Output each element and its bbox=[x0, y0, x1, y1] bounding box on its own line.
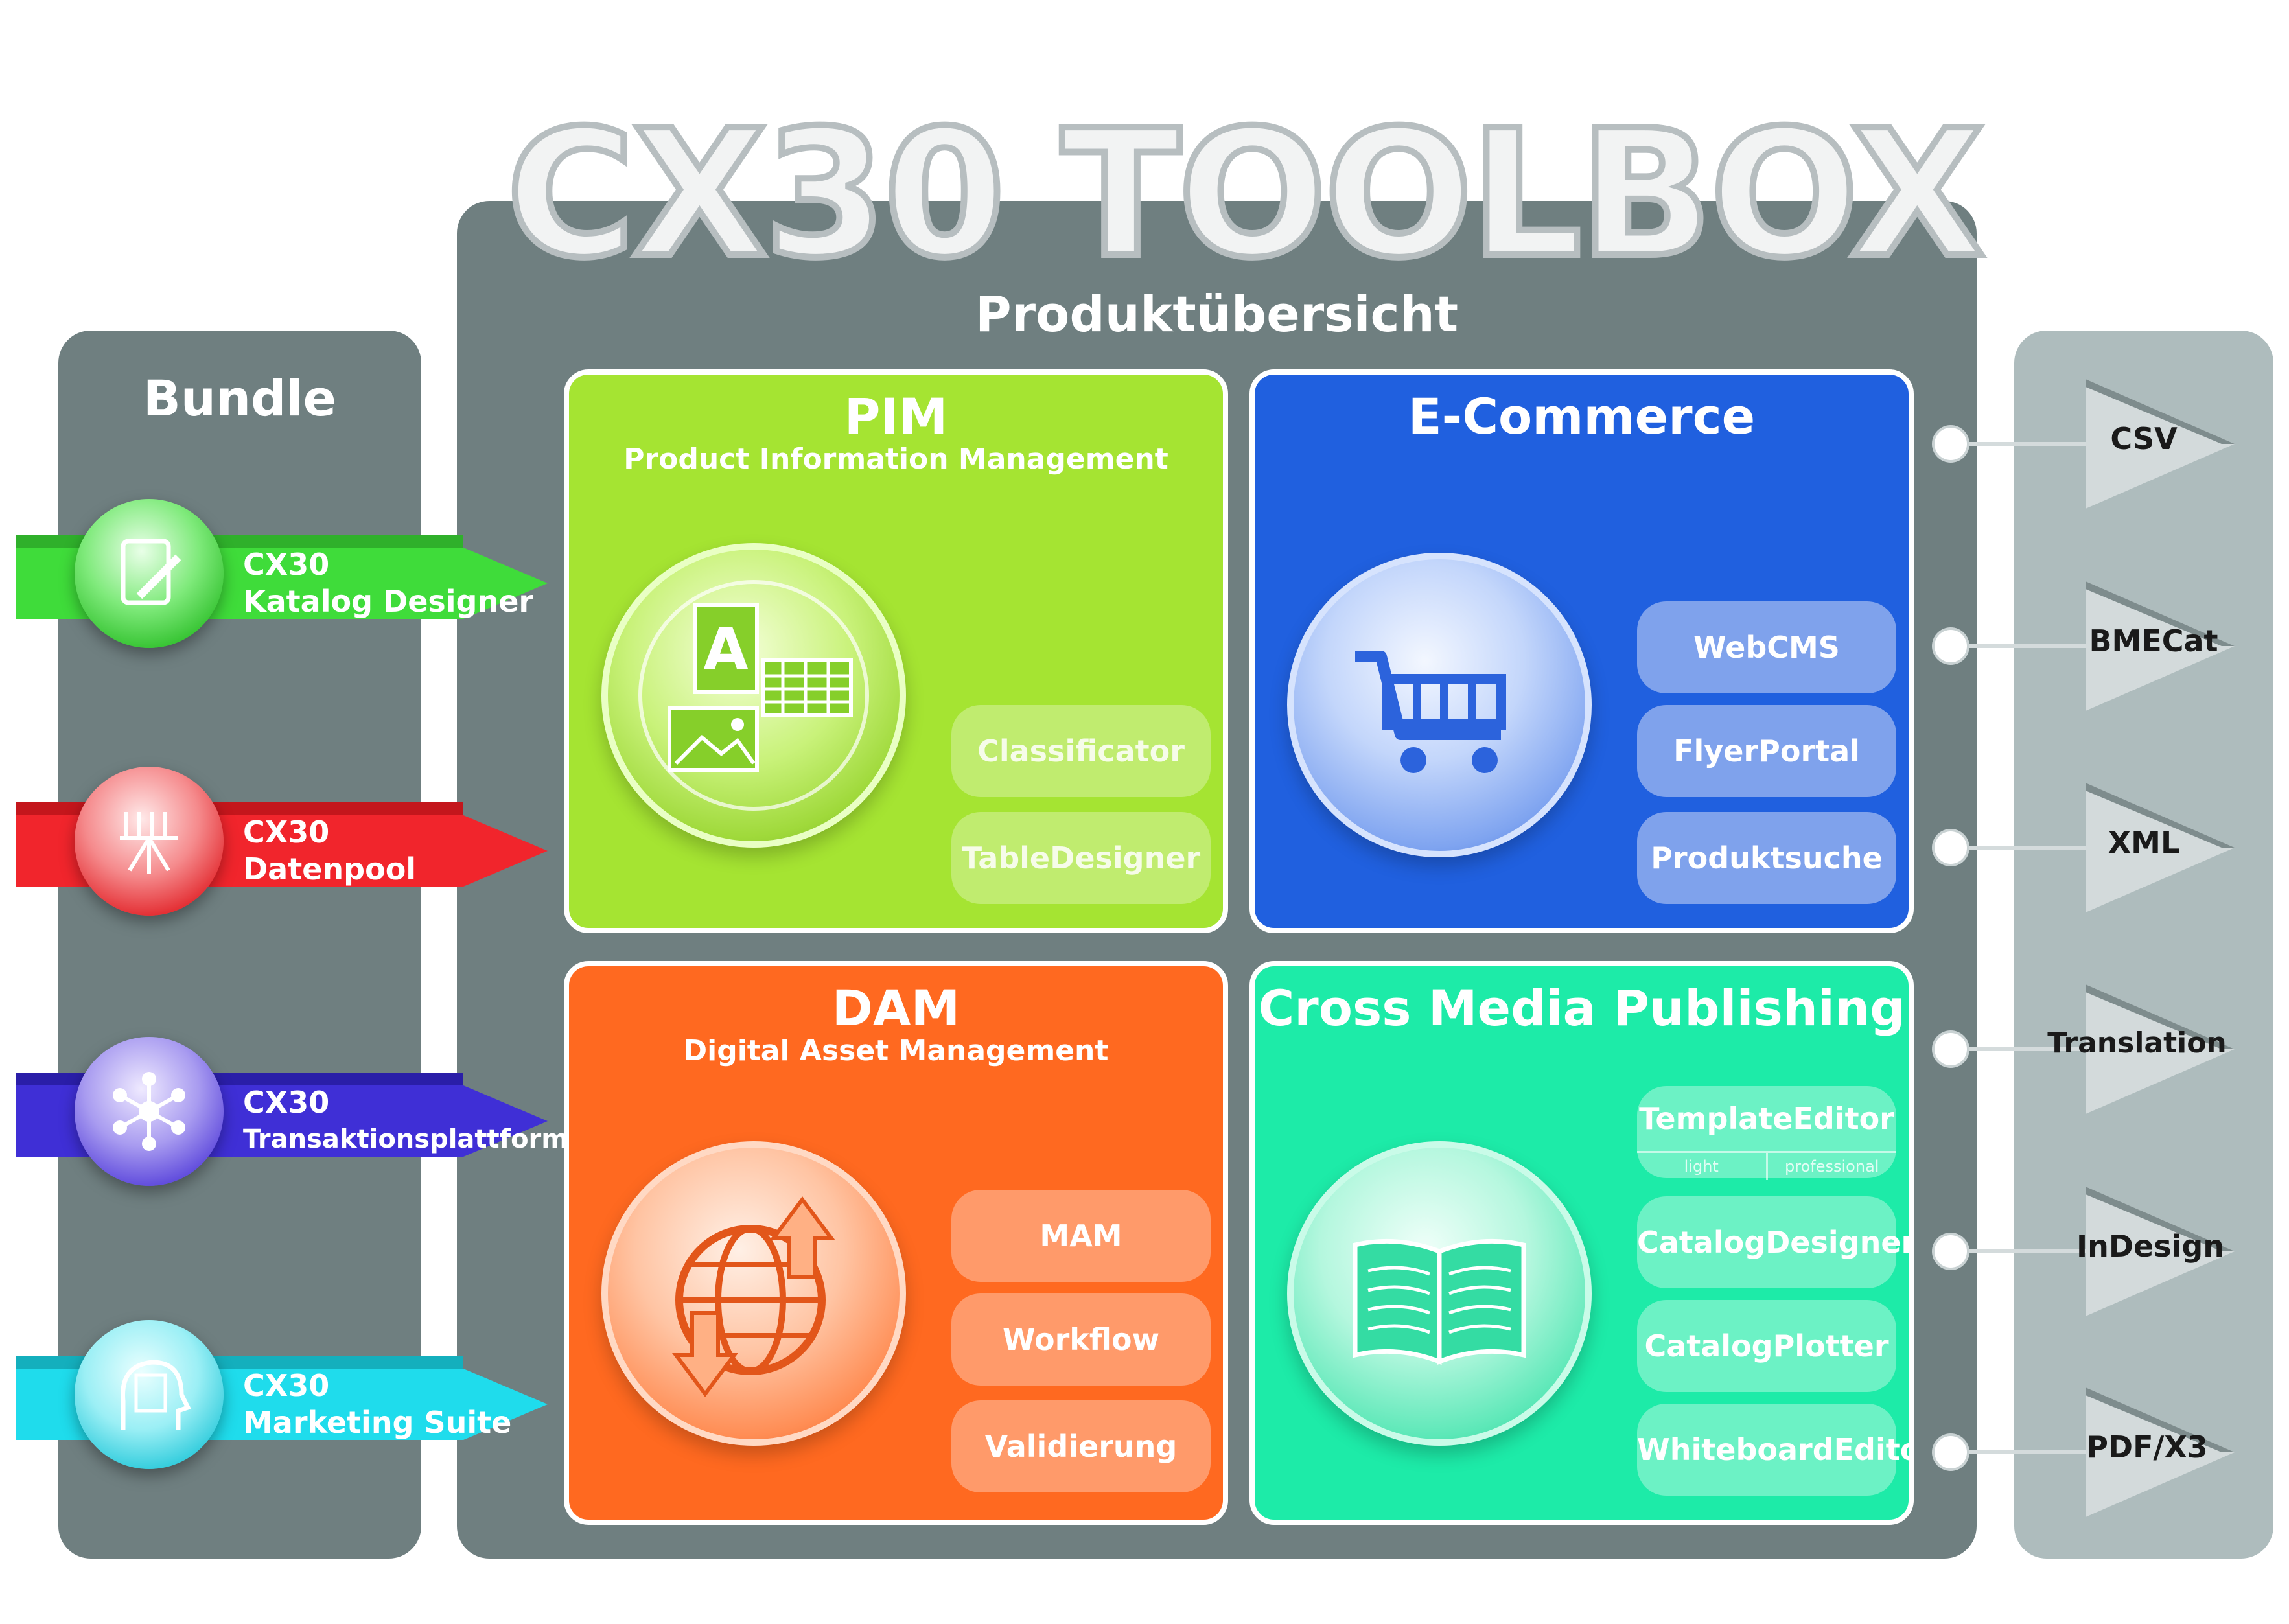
bundle-item-katalog-designer-line2: Katalog Designer bbox=[243, 584, 534, 619]
tabledesigner-button[interactable]: TableDesigner bbox=[951, 812, 1211, 904]
ecommerce-title: E-Commerce bbox=[1408, 388, 1756, 445]
product-overview-title: Produktübersicht bbox=[975, 285, 1459, 343]
bundle-item-datenpool[interactable]: CX30 Datenpool bbox=[16, 767, 548, 916]
cmp-title: Cross Media Publishing bbox=[1258, 979, 1905, 1037]
catalogplotter-button[interactable]: CatalogPlotter bbox=[1637, 1300, 1896, 1392]
open-book-icon bbox=[1287, 1141, 1592, 1446]
bundle-item-transaktionsplattform[interactable]: CX30 Transaktionsplattform bbox=[16, 1037, 568, 1186]
connector-dot bbox=[1935, 1235, 1967, 1268]
bundle-item-katalog-designer[interactable]: CX30 Katalog Designer bbox=[16, 499, 548, 648]
workflow-button[interactable]: Workflow bbox=[951, 1293, 1211, 1386]
dam-title: DAM bbox=[831, 979, 960, 1037]
cross-media-publishing-card[interactable]: Cross Media Publishing TemplateEditor li… bbox=[1249, 961, 1914, 1525]
format-label: BMECat bbox=[2089, 623, 2218, 658]
templateeditor-professional[interactable]: professional bbox=[1785, 1157, 1879, 1176]
catalogdesigner-button[interactable]: CatalogDesigner bbox=[1637, 1196, 1909, 1288]
flyerportal-button[interactable]: FlyerPortal bbox=[1637, 705, 1896, 797]
connector-line bbox=[1951, 1450, 2145, 1454]
format-arrow-shape bbox=[2086, 581, 2235, 711]
format-label: CSV bbox=[2110, 421, 2178, 456]
toolbox-title: CX30 TOOLBOX bbox=[503, 92, 1988, 296]
format-arrow-shape bbox=[2086, 984, 2235, 1114]
format-label: PDF/X3 bbox=[2086, 1430, 2208, 1465]
produktsuche-button[interactable]: Produktsuche bbox=[1637, 812, 1896, 904]
connector-dot bbox=[1935, 1033, 1967, 1065]
format-arrow-shape bbox=[2086, 1387, 2235, 1517]
whiteboardeditor-button[interactable]: WhiteboardEditor bbox=[1637, 1404, 1909, 1496]
connector-line bbox=[1951, 1047, 2145, 1051]
mam-button[interactable]: MAM bbox=[951, 1190, 1211, 1282]
format-label: XML bbox=[2108, 825, 2180, 860]
formats-panel bbox=[2014, 331, 2273, 1559]
notepad-pencil-icon bbox=[75, 499, 224, 648]
templateeditor-button[interactable]: TemplateEditor light professional bbox=[1637, 1086, 1896, 1180]
classificator-button[interactable]: Classificator bbox=[951, 705, 1211, 797]
network-hub-icon bbox=[75, 1037, 224, 1186]
connector-line bbox=[1951, 442, 2145, 446]
templateeditor-light[interactable]: light bbox=[1637, 1153, 1768, 1180]
head-document-icon bbox=[75, 1320, 224, 1469]
templateeditor-variants: light professional bbox=[1637, 1151, 1896, 1180]
shopping-cart-icon bbox=[1287, 553, 1592, 857]
connector-line bbox=[1951, 846, 2145, 850]
bundle-item-marketing-suite-line1: CX30 bbox=[243, 1368, 330, 1403]
bundle-title: Bundle bbox=[143, 369, 337, 427]
validierung-button[interactable]: Validierung bbox=[951, 1400, 1211, 1492]
bundle-item-datenpool-line2: Datenpool bbox=[243, 852, 417, 887]
templateeditor-label: TemplateEditor bbox=[1639, 1101, 1894, 1136]
bundle-item-datenpool-line1: CX30 bbox=[243, 815, 330, 850]
dam-card[interactable]: DAM Digital Asset Management MAM Workflo… bbox=[564, 961, 1228, 1525]
connector-dot bbox=[1935, 428, 1967, 460]
format-arrow-shape bbox=[2086, 1187, 2235, 1316]
connector-line bbox=[1951, 644, 2145, 648]
pim-title: PIM bbox=[844, 388, 948, 445]
bundle-item-katalog-designer-line1: CX30 bbox=[243, 547, 330, 582]
dam-subtitle: Digital Asset Management bbox=[683, 1034, 1109, 1067]
bundle-item-transaktionsplattform-line1: CX30 bbox=[243, 1085, 330, 1120]
connector-dot bbox=[1935, 831, 1967, 864]
bundle-item-transaktionsplattform-line2: Transaktionsplattform bbox=[243, 1124, 568, 1154]
webcms-button[interactable]: WebCMS bbox=[1637, 601, 1896, 693]
format-arrow-shape bbox=[2086, 783, 2235, 912]
bundle-item-marketing-suite[interactable]: CX30 Marketing Suite bbox=[16, 1320, 548, 1469]
connector-dot bbox=[1935, 630, 1967, 662]
format-arrow-shape bbox=[2086, 379, 2235, 509]
globe-arrows-icon bbox=[601, 1141, 906, 1446]
data-filter-icon bbox=[75, 767, 224, 916]
ecommerce-card[interactable]: E-Commerce WebCMS FlyerPortal Produktsuc… bbox=[1249, 369, 1914, 933]
pim-subtitle: Product Information Management bbox=[623, 443, 1168, 476]
pim-card[interactable]: PIM Product Information Management A Cla… bbox=[564, 369, 1228, 933]
connector-dot bbox=[1935, 1436, 1967, 1468]
svg-text:A: A bbox=[703, 616, 749, 684]
format-label: Translation bbox=[2047, 1027, 2227, 1060]
connector-line bbox=[1951, 1249, 2145, 1253]
document-image-table-icon: A bbox=[601, 543, 906, 848]
format-label: InDesign bbox=[2076, 1229, 2225, 1264]
bundle-item-marketing-suite-line2: Marketing Suite bbox=[243, 1405, 512, 1440]
